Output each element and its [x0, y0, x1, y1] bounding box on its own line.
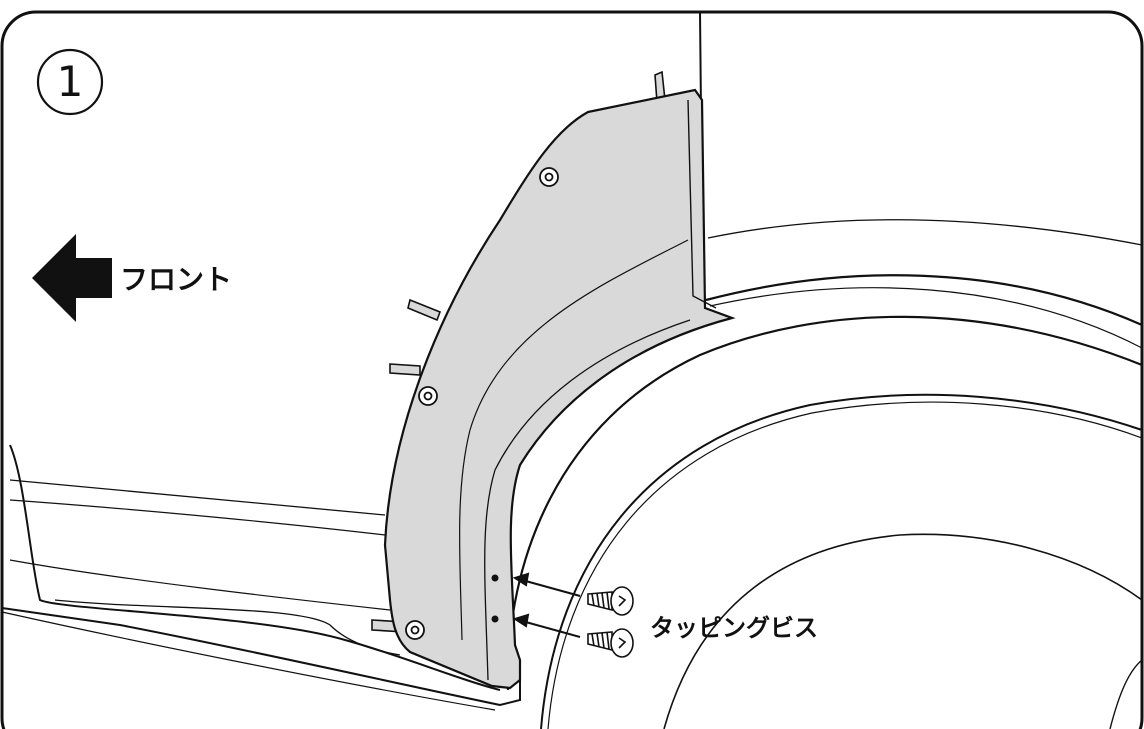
mudflap-flange [687, 99, 717, 309]
front-direction-label: フロント [120, 263, 233, 296]
fender-arch-edge [705, 274, 1143, 327]
wheel-well-opening [506, 315, 1143, 691]
screw-hole-lower [491, 615, 499, 623]
rocker-panel-lower [9, 559, 391, 611]
tapping-screw-lower [587, 628, 634, 658]
tire-outer-2 [547, 401, 1143, 729]
rocker-panel-line [9, 499, 386, 536]
fender-arch-inner [709, 287, 1143, 349]
tire-sidewall [663, 533, 1143, 729]
mudflap [383, 88, 736, 690]
rocker-panel-bottom [1, 607, 521, 707]
rocker-panel-edge [1, 611, 496, 711]
mudflap-rivets [405, 167, 559, 640]
mudflap-contour [458, 239, 689, 641]
fender-arch-outer [707, 219, 1143, 246]
tapping-screw-label: タッピングビス [650, 614, 818, 642]
rocker-panel-top [9, 479, 386, 516]
screw-hole-upper [491, 574, 499, 582]
screw-arrows [512, 572, 581, 638]
tire-inner-right [1109, 659, 1143, 729]
rocker-panel-molding [54, 599, 401, 656]
arrow-left-icon [32, 234, 112, 322]
tapping-screw-upper [587, 586, 634, 616]
mudflap-inner-edge [484, 319, 691, 681]
step-number-circle [36, 48, 104, 116]
rocker-panel-body [9, 444, 501, 691]
step-number: 1 [56, 57, 84, 106]
tire-outer [540, 393, 1143, 729]
